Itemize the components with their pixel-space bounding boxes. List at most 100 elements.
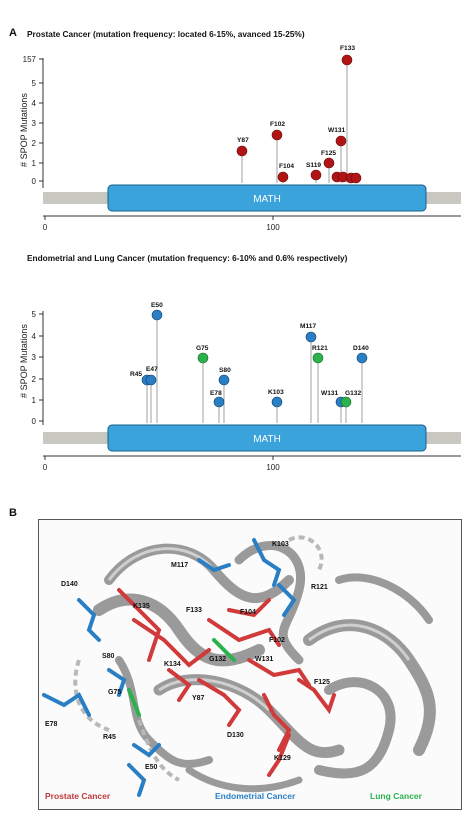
mutation-label: E50 <box>151 302 163 309</box>
x-tick-label: 0 <box>43 223 48 232</box>
mutation-label: S80 <box>219 367 231 374</box>
mutation-marker-f104 <box>277 171 289 183</box>
y-tick-label: 1 <box>32 159 37 168</box>
residue-label: F104 <box>240 609 256 616</box>
mutation-label: F104 <box>279 163 294 170</box>
mutation-marker-g132 <box>340 396 352 408</box>
mutation-marker-w131 <box>335 135 347 147</box>
residue-label: K135 <box>133 603 150 610</box>
mutation-label: G75 <box>196 345 209 352</box>
lung-residue-sticks <box>127 638 236 717</box>
y-tick-label: 0 <box>32 177 37 186</box>
y-tick-label: 2 <box>32 375 37 384</box>
mutation-label: W131 <box>328 127 346 134</box>
residue-label: R121 <box>311 584 328 591</box>
legend-endometrial: Endometrial Cancer <box>215 791 296 801</box>
panel-a2-title: Endometrial and Lung Cancer (mutation fr… <box>27 253 348 263</box>
mutation-marker-s80 <box>218 374 230 386</box>
residue-label: R45 <box>103 734 116 741</box>
residue-label: Y87 <box>192 695 205 702</box>
endometrial-lung-lollipop-plot: # SPOP Mutations 5 4 3 2 1 0 MATH 0 100 <box>19 302 461 472</box>
mutation-label: D140 <box>353 345 369 352</box>
residue-label: F102 <box>269 637 285 644</box>
mutation-label: W131 <box>321 390 339 397</box>
residue-label: G132 <box>209 656 226 663</box>
endometrial-lung-labels: R45 E47 E50 E78 S80 K103 M117 W131 D140 … <box>130 302 369 397</box>
y-ticks: 157 5 4 3 2 1 0 <box>23 55 43 186</box>
residue-label: K103 <box>272 541 289 548</box>
lung-markers <box>197 352 352 408</box>
x-tick-label: 100 <box>266 223 280 232</box>
y-ticks: 5 4 3 2 1 0 <box>32 310 43 426</box>
mutation-label: S119 <box>306 162 321 169</box>
mutation-label: F125 <box>321 150 336 157</box>
panel-b-letter: B <box>9 507 17 519</box>
mutation-marker-e78 <box>213 396 225 408</box>
y-tick-label: 157 <box>23 55 37 64</box>
mutation-label: G132 <box>345 390 361 397</box>
panel-a-title: Prostate Cancer (mutation frequency: loc… <box>27 29 305 39</box>
x-tick-label: 0 <box>43 463 48 472</box>
legend-lung: Lung Cancer <box>370 791 423 801</box>
math-domain <box>107 184 427 212</box>
y-tick-label: 5 <box>32 79 37 88</box>
protein-structure-panel: K103 M117 R121 D140 K135 F133 F104 F102 … <box>38 519 462 810</box>
residue-label: D140 <box>61 581 78 588</box>
mutation-marker-e47 <box>145 374 157 386</box>
protein-structure-image: K103 M117 R121 D140 K135 F133 F104 F102 … <box>42 535 436 801</box>
mutation-label: E78 <box>210 390 222 397</box>
mutation-label: R45 <box>130 371 142 378</box>
mutation-label: Y87 <box>237 137 249 144</box>
protein-loops <box>73 535 324 782</box>
y-tick-label: 4 <box>32 99 37 108</box>
residue-label: S80 <box>102 653 115 660</box>
residue-label: F133 <box>186 607 202 614</box>
legend-prostate: Prostate Cancer <box>45 791 111 801</box>
x-tick-label: 100 <box>266 463 280 472</box>
y-axis-label: # SPOP Mutations <box>19 93 29 167</box>
residue-label: E50 <box>145 764 158 771</box>
residue-label: K129 <box>274 755 291 762</box>
y-tick-label: 3 <box>32 353 37 362</box>
mutation-marker-d140 <box>356 352 368 364</box>
math-domain-label: MATH <box>253 194 281 205</box>
y-tick-label: 2 <box>32 139 37 148</box>
protein-ribbon-highlights <box>107 547 411 712</box>
residue-label: E78 <box>45 721 58 728</box>
mutation-marker <box>350 172 362 184</box>
residue-label: F125 <box>314 679 330 686</box>
mutation-marker-y87 <box>236 145 248 157</box>
prostate-mutation-labels: Y87 F102 F104 S119 F125 W131 F133 <box>237 45 355 170</box>
mutation-label: E47 <box>146 366 158 373</box>
math-domain-label: MATH <box>253 434 281 445</box>
prostate-lollipop-plot: # SPOP Mutations 157 5 4 3 2 1 0 MATH 0 … <box>19 45 461 232</box>
residue-labels: K103 M117 R121 D140 K135 F133 F104 F102 … <box>45 541 330 771</box>
mutation-label: M117 <box>300 323 316 330</box>
mutation-marker-s119 <box>310 169 322 181</box>
mutation-marker-m117 <box>305 331 317 343</box>
prostate-lollipops <box>241 60 348 183</box>
mutation-label: R121 <box>312 345 328 352</box>
y-tick-label: 3 <box>32 119 37 128</box>
y-tick-label: 1 <box>32 396 37 405</box>
mutation-label: F133 <box>340 45 355 52</box>
residue-label: D130 <box>227 732 244 739</box>
mutation-marker-g75 <box>197 352 209 364</box>
y-tick-label: 0 <box>32 417 37 426</box>
mutation-marker-f133 <box>341 54 353 66</box>
panel-a-letter: A <box>9 27 17 39</box>
y-tick-label: 5 <box>32 310 37 319</box>
math-domain <box>107 424 427 452</box>
prostate-mutation-markers <box>236 54 362 184</box>
mutation-marker-r121 <box>312 352 324 364</box>
mutation-label: F102 <box>270 121 285 128</box>
endometrial-residue-sticks <box>42 538 297 797</box>
residue-label: G75 <box>108 689 121 696</box>
y-tick-label: 4 <box>32 332 37 341</box>
residue-label: M117 <box>171 562 188 569</box>
residue-label: K134 <box>164 661 181 668</box>
residue-label: W131 <box>255 656 273 663</box>
mutation-marker-f102 <box>271 129 283 141</box>
mutation-marker-k103 <box>271 396 283 408</box>
y-axis-label: # SPOP Mutations <box>19 324 29 398</box>
